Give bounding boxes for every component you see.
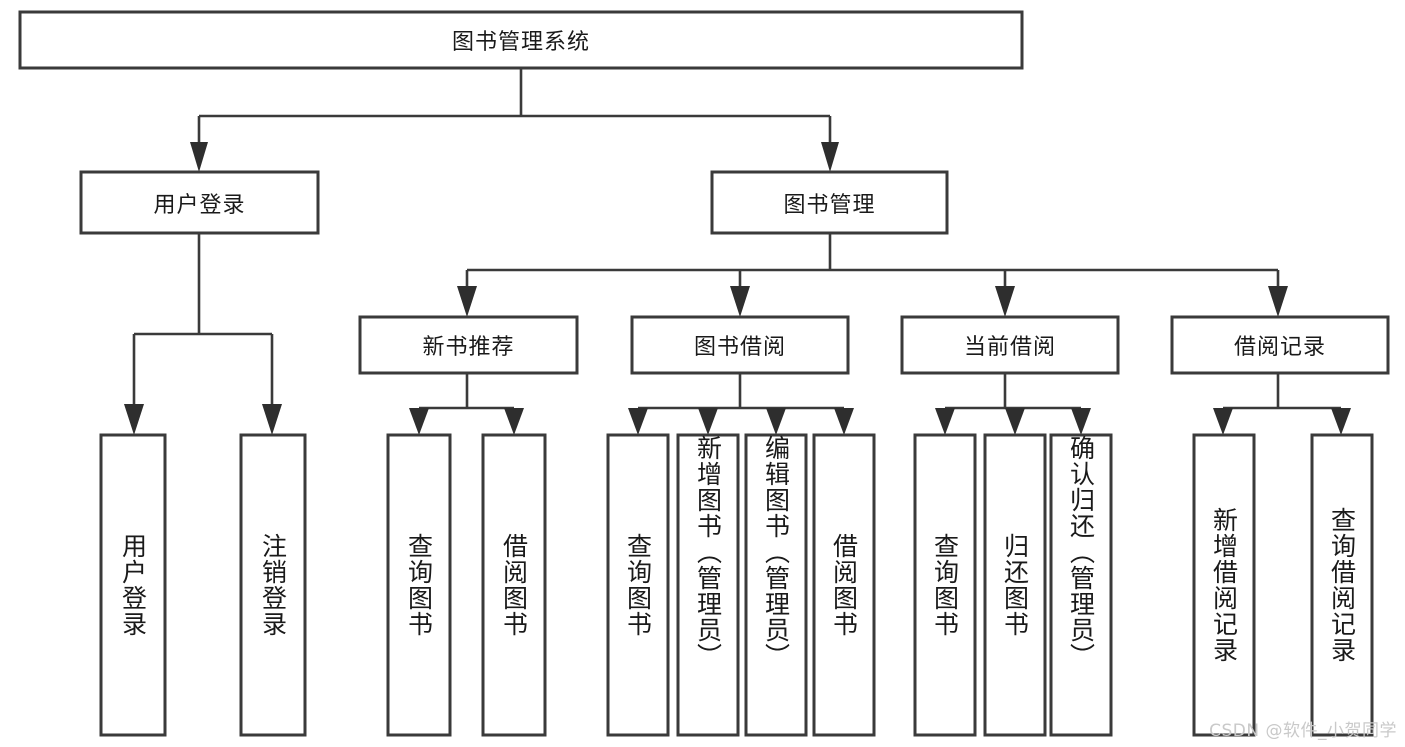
arrow-head-leaf-logout — [262, 404, 282, 435]
node-box-root[interactable] — [18, 10, 1024, 70]
arrow-head-leaf-query-book-3 — [935, 408, 955, 435]
arrow-head-leaf-return-book — [1005, 408, 1025, 435]
node-box-leaf-confirm-return[interactable] — [1049, 433, 1113, 737]
arrow-head-book-borrow — [730, 286, 750, 317]
arrow-head-book-manage — [821, 142, 839, 172]
node-box-user-login[interactable] — [79, 170, 320, 235]
node-box-leaf-logout[interactable] — [239, 433, 307, 737]
arrow-head-leaf-confirm-return — [1071, 408, 1091, 435]
arrow-head-leaf-user-login — [124, 404, 144, 435]
node-box-leaf-query-book-1[interactable] — [386, 433, 452, 737]
csdn-watermark: CSDN @软件_小贺同学 — [1209, 721, 1397, 741]
node-box-new-book-recommend[interactable] — [358, 315, 579, 375]
arrow-head-borrow-record — [1268, 286, 1288, 317]
connector-group-book-manage — [457, 233, 1288, 317]
node-box-leaf-user-login[interactable] — [99, 433, 167, 737]
node-box-leaf-borrow-book-1[interactable] — [481, 433, 547, 737]
arrow-head-leaf-edit-book — [766, 408, 786, 435]
node-box-leaf-return-book[interactable] — [983, 433, 1047, 737]
node-box-leaf-edit-book[interactable] — [744, 433, 808, 737]
node-box-book-borrow[interactable] — [630, 315, 850, 375]
node-box-leaf-query-record[interactable] — [1310, 433, 1374, 737]
connector-group-current-borrow — [935, 373, 1091, 435]
arrow-head-leaf-borrow-book-1 — [504, 408, 524, 435]
arrow-head-user-login — [190, 142, 208, 172]
arrow-head-new-book-recommend — [457, 286, 477, 317]
arrow-head-leaf-query-book-2 — [628, 408, 648, 435]
arrow-head-leaf-query-book-1 — [409, 408, 429, 435]
connector-group-borrow-record — [1213, 373, 1351, 435]
arrow-head-current-borrow — [995, 286, 1015, 317]
connector-group-new-book-recommend — [409, 373, 524, 435]
node-box-borrow-record[interactable] — [1170, 315, 1390, 375]
node-box-leaf-add-book[interactable] — [676, 433, 740, 737]
node-box-leaf-query-book-2[interactable] — [606, 433, 670, 737]
connector-group-book-borrow — [628, 373, 854, 435]
node-box-leaf-borrow-book-2[interactable] — [812, 433, 876, 737]
connector-group-user-login — [124, 233, 282, 435]
node-box-leaf-query-book-3[interactable] — [913, 433, 977, 737]
arrow-head-leaf-add-record — [1213, 408, 1233, 435]
connector-group-root — [190, 68, 839, 172]
node-box-current-borrow[interactable] — [900, 315, 1120, 375]
arrow-head-leaf-borrow-book-2 — [834, 408, 854, 435]
arrow-head-leaf-add-book — [698, 408, 718, 435]
node-box-leaf-add-record[interactable] — [1192, 433, 1256, 737]
arrow-head-leaf-query-record — [1331, 408, 1351, 435]
node-box-book-manage[interactable] — [710, 170, 949, 235]
